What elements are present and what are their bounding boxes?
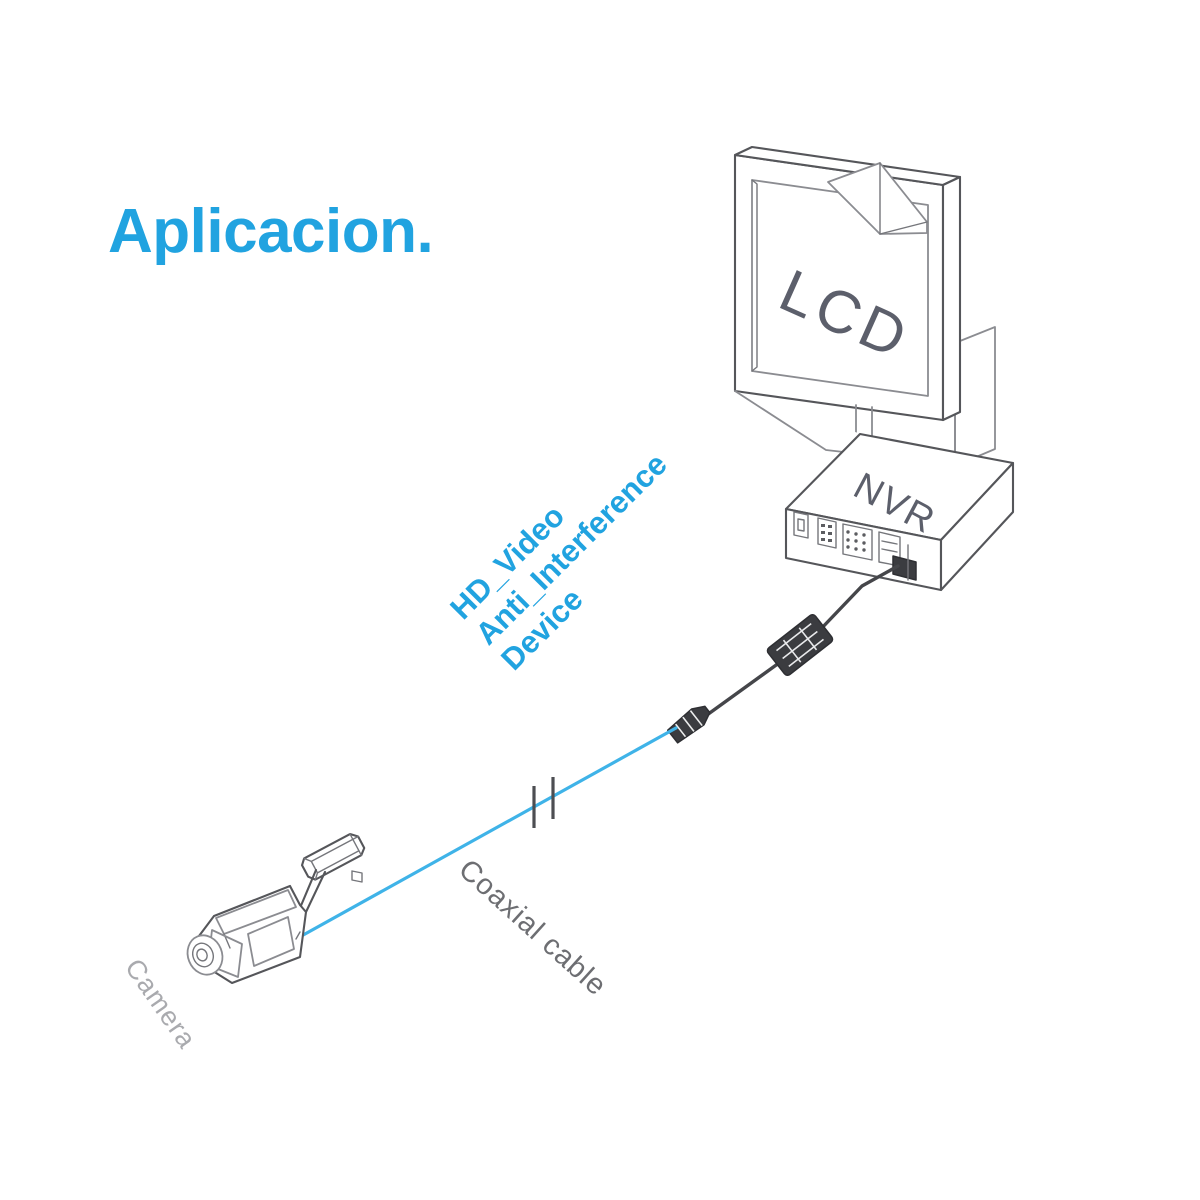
- cctv-camera: [186, 832, 366, 985]
- camera-label: Camera: [119, 953, 202, 1054]
- cable-label-group: Coaxial cable: [452, 853, 612, 1002]
- page-title: Aplicacion.: [108, 197, 434, 266]
- nvr-side-face: [939, 461, 1015, 592]
- camera-body: [186, 884, 308, 985]
- cable-break-marker: [532, 777, 555, 828]
- camera-bracket-nub: [351, 870, 363, 883]
- nvr-recorder: NVR: [784, 432, 1015, 592]
- monitor-top-bar: [827, 162, 928, 235]
- coaxial-cable-label: Coaxial cable: [452, 853, 612, 1002]
- anti-interference-device: [766, 613, 834, 677]
- nvr-front-panel: [793, 511, 901, 567]
- lcd-monitor: LCD: [733, 145, 996, 467]
- bnc-connector: [666, 705, 711, 744]
- device-label-group: Device Anti_Interference HD_Video: [443, 446, 673, 676]
- camera-label-group: Camera: [119, 953, 202, 1054]
- coaxial-cable: [294, 726, 678, 941]
- camera-mount-bracket: [300, 832, 366, 881]
